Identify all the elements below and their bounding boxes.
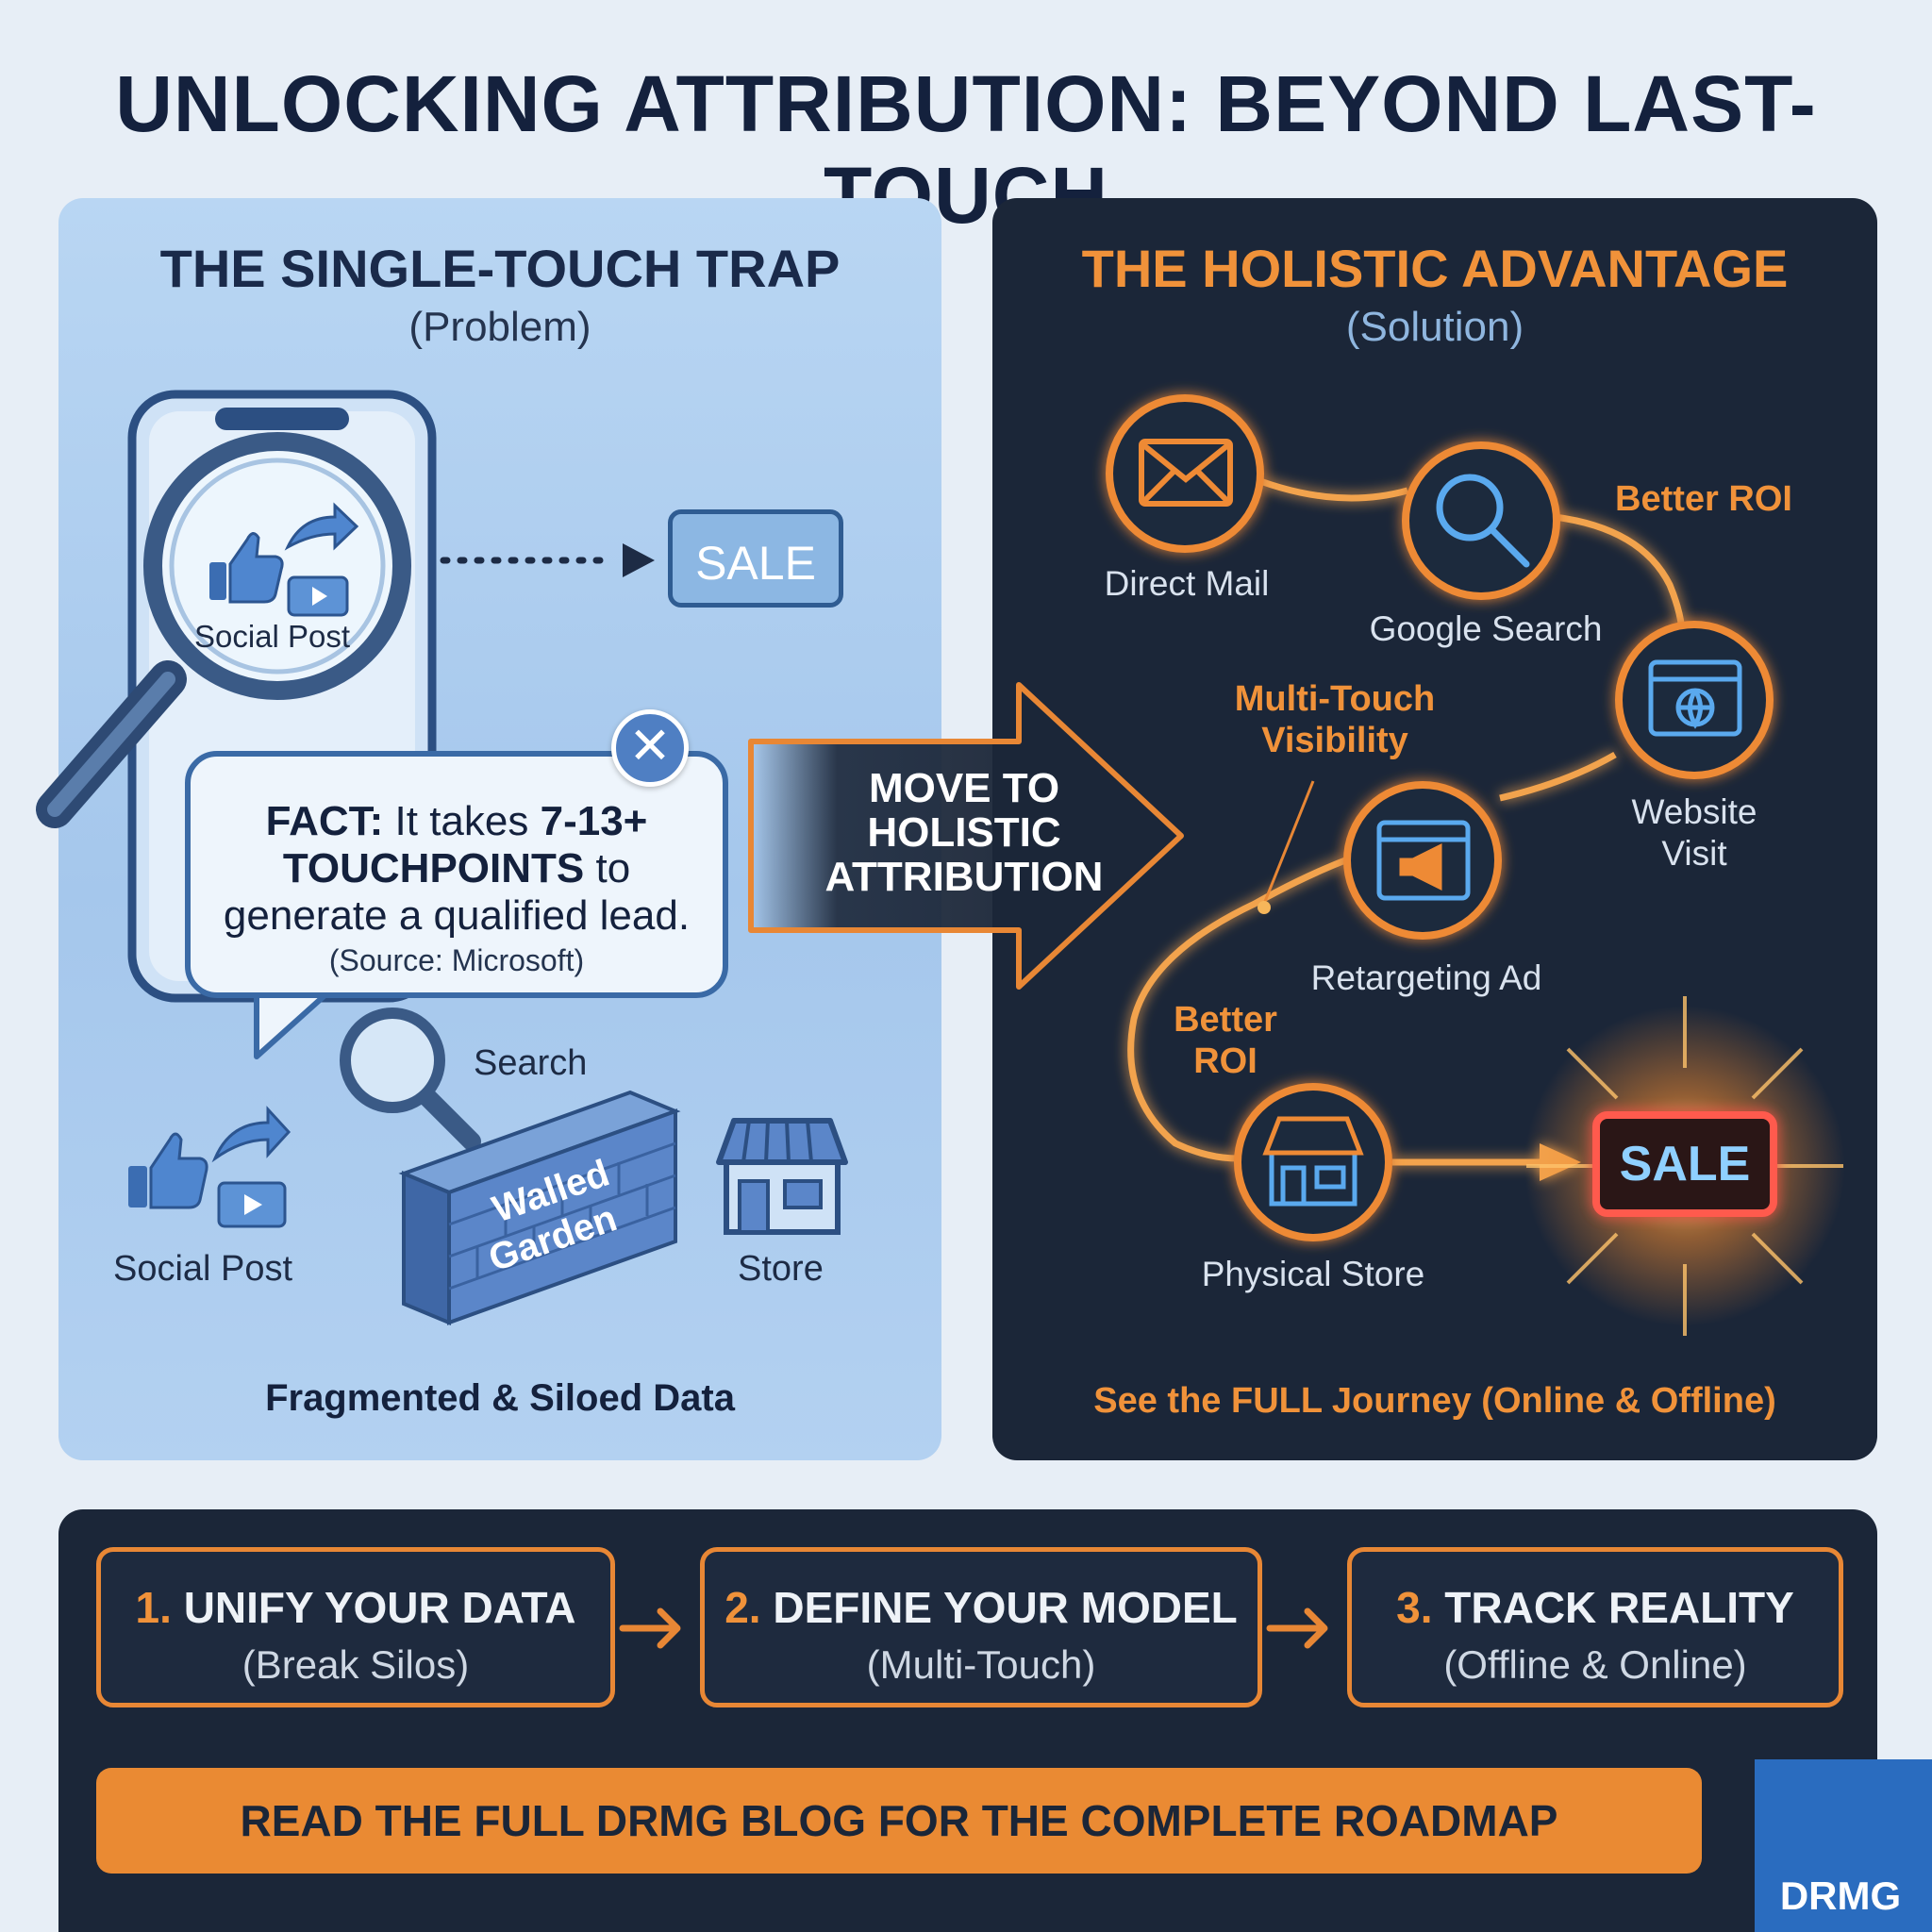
physical-store-label: Physical Store — [1201, 1255, 1425, 1293]
google-search-label: Google Search — [1369, 609, 1603, 648]
step-2-title: DEFINE YOUR MODEL — [773, 1583, 1238, 1632]
megaphone-icon — [1376, 820, 1471, 901]
fact-text-1: It takes — [383, 798, 541, 844]
step-3-number: 3. — [1396, 1583, 1433, 1632]
step-2-number: 2. — [724, 1583, 761, 1632]
like-icon-bottom — [128, 1132, 208, 1209]
close-icon[interactable]: ✕ — [611, 709, 689, 787]
multi-touch-label-1: Multi-Touch — [1234, 679, 1436, 719]
step-1-title: UNIFY YOUR DATA — [183, 1583, 576, 1632]
step-3-title: TRACK REALITY — [1444, 1583, 1794, 1632]
step-3-subtitle: (Offline & Online) — [1443, 1642, 1747, 1687]
arrow-icon-transition — [748, 682, 1184, 990]
website-label-2: Visit — [1661, 834, 1727, 873]
store-icon-solution — [1262, 1116, 1364, 1207]
fact-line-3: generate a qualified lead. — [223, 892, 691, 939]
sale-burst — [1524, 996, 1845, 1336]
read-blog-button[interactable]: READ THE FULL DRMG BLOG FOR THE COMPLETE… — [96, 1768, 1702, 1874]
store-icon — [716, 1118, 848, 1235]
video-icon — [287, 575, 349, 617]
step-3: 3. TRACK REALITY (Offline & Online) — [1347, 1547, 1843, 1707]
direct-mail-node — [1106, 394, 1264, 553]
share-arrow-icon-bottom — [211, 1106, 291, 1163]
transition-line-1: MOVE TO — [868, 765, 1060, 811]
fact-source: (Source: Microsoft) — [328, 943, 585, 977]
retargeting-label: Retargeting Ad — [1310, 958, 1542, 997]
search-icon-solution — [1436, 474, 1530, 568]
solution-footer: See the FULL Journey (Online & Offline) — [1093, 1381, 1776, 1421]
sale-box-solution: SALE — [1619, 1137, 1751, 1191]
mail-icon — [1139, 439, 1233, 507]
drmg-logo-text: DRMG — [1779, 1874, 1902, 1918]
video-icon-bottom — [217, 1181, 287, 1228]
problem-title: THE SINGLE-TOUCH TRAP — [159, 239, 841, 298]
better-roi-top: Better ROI — [1615, 479, 1792, 519]
transition-line-2: HOLISTIC — [867, 809, 1061, 856]
fact-range: 7-13+ — [540, 798, 648, 844]
phone-social-label: Social Post — [194, 619, 351, 654]
step-2-subtitle: (Multi-Touch) — [866, 1642, 1096, 1687]
fact-prefix: FACT: — [265, 798, 384, 844]
step-1-subtitle: (Break Silos) — [242, 1642, 470, 1687]
sale-box-problem: SALE — [668, 509, 843, 608]
website-label-1: Website — [1631, 792, 1757, 831]
better-roi-label-2: ROI — [1193, 1041, 1257, 1081]
step-arrow-icon-1 — [619, 1607, 681, 1649]
drmg-logo — [1755, 1759, 1932, 1932]
problem-footer: Fragmented & Siloed Data — [265, 1377, 735, 1419]
arrow-icon — [623, 543, 655, 577]
search-icon — [340, 1008, 481, 1151]
multi-touch-label-2: Visibility — [1261, 721, 1408, 760]
step-arrow-icon-2 — [1266, 1607, 1328, 1649]
store-label: Store — [738, 1249, 824, 1289]
solution-subtitle: (Solution) — [1345, 304, 1524, 350]
step-1: 1. UNIFY YOUR DATA (Break Silos) — [96, 1547, 615, 1707]
step-2: 2. DEFINE YOUR MODEL (Multi-Touch) — [700, 1547, 1262, 1707]
problem-subtitle: (Problem) — [408, 304, 591, 350]
fact-text-2: to — [584, 845, 631, 891]
social-post-label: Social Post — [113, 1249, 293, 1289]
fact-touchpoints: TOUCHPOINTS — [282, 845, 585, 891]
step-1-number: 1. — [135, 1583, 172, 1632]
fact-bubble: FACT: It takes 7-13+ TOUCHPOINTS to gene… — [185, 751, 728, 998]
better-roi-label-1: Better — [1174, 1000, 1277, 1040]
like-icon — [209, 532, 284, 604]
walled-garden-icon: Walled Garden — [398, 1090, 681, 1325]
globe-browser-icon — [1648, 659, 1742, 737]
transition-line-3: ATTRIBUTION — [824, 854, 1104, 900]
search-label: Search — [474, 1043, 588, 1083]
direct-mail-label: Direct Mail — [1104, 564, 1270, 603]
page-title: UNLOCKING ATTRIBUTION: BEYOND LAST-TOUCH — [115, 59, 1817, 240]
share-arrow-icon — [284, 502, 359, 551]
transition-text: MOVE TO HOLISTIC ATTRIBUTION — [813, 766, 1115, 899]
solution-title: THE HOLISTIC ADVANTAGE — [1081, 239, 1789, 298]
